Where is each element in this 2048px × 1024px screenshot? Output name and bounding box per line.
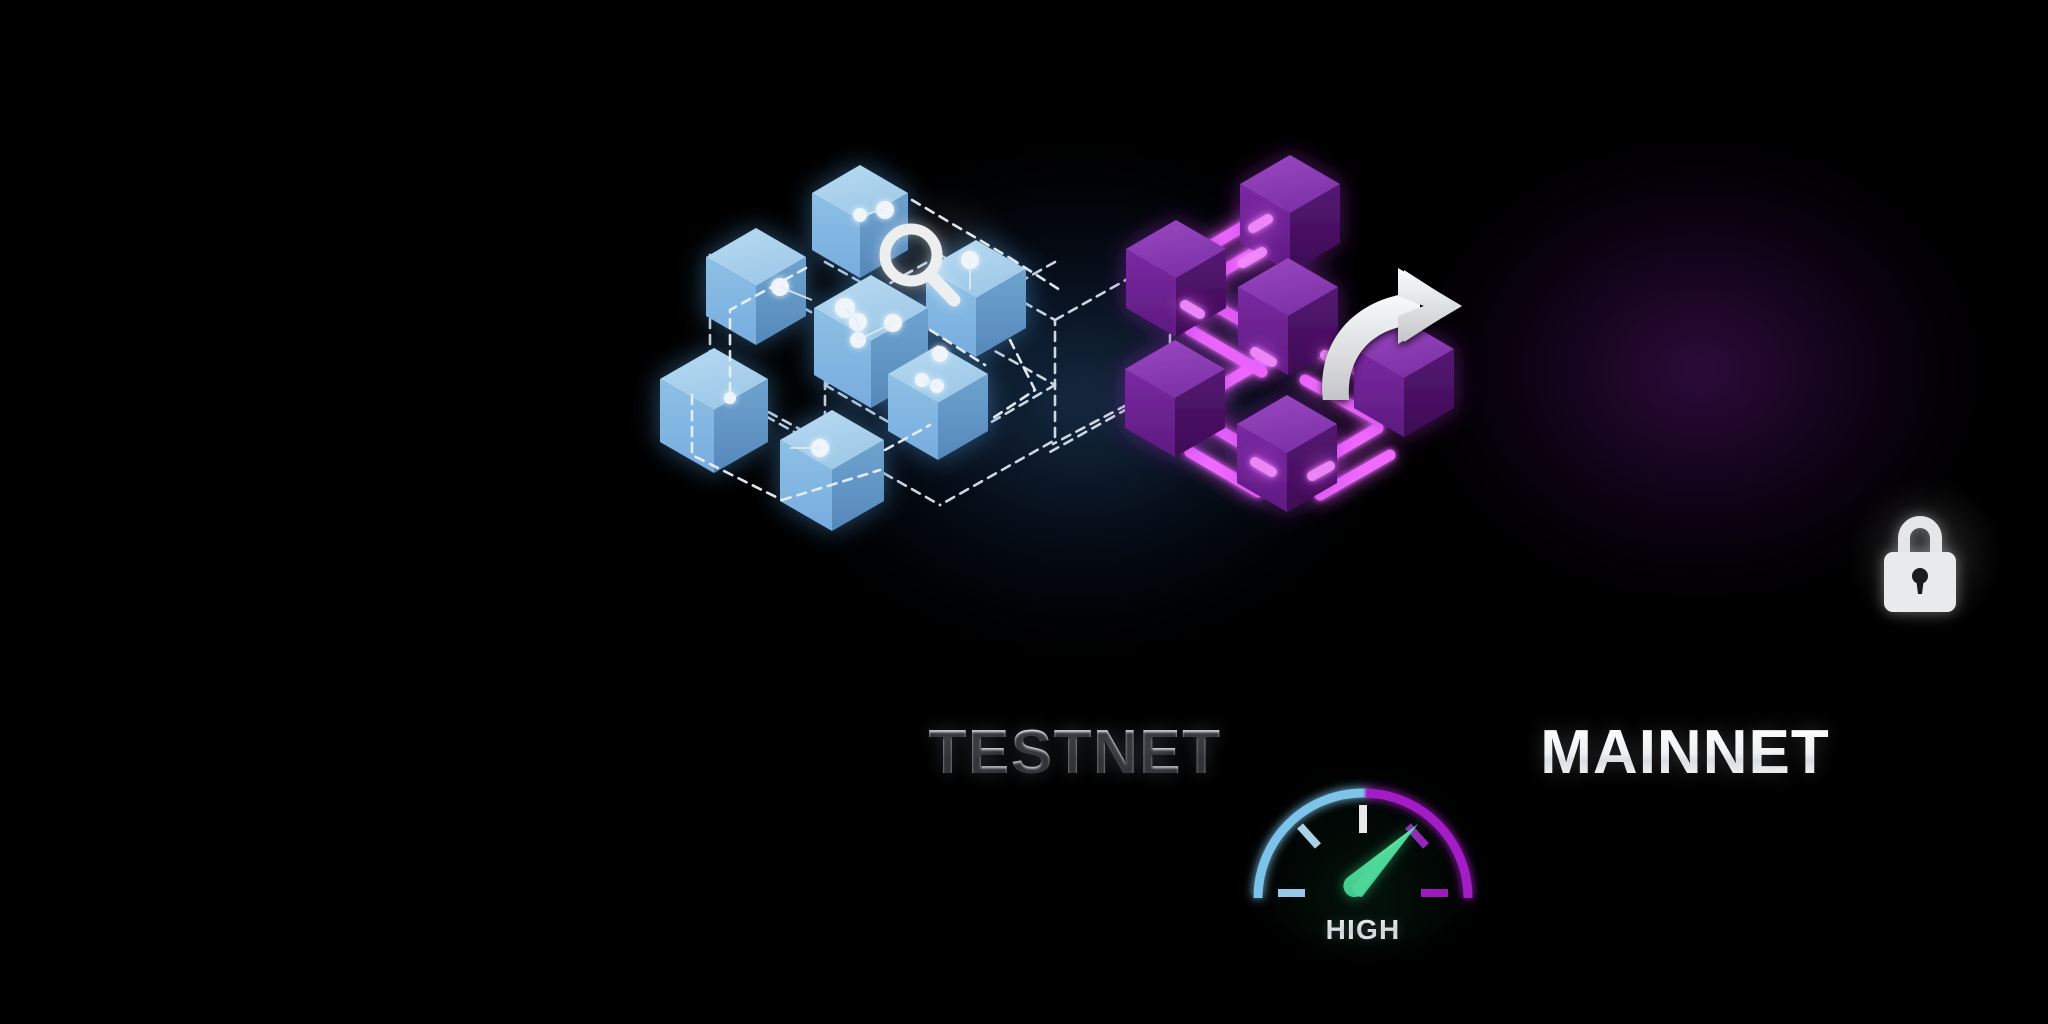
- testnet-label: TESTNET: [820, 722, 1330, 784]
- testnet-node-stems: [779, 209, 971, 449]
- testnet-node: [780, 410, 884, 531]
- mainnet-label: MAINNET: [1430, 722, 1940, 784]
- mainnet-node: [1125, 340, 1225, 457]
- testnet-node: [888, 345, 988, 460]
- curved-right-arrow-icon: [1322, 268, 1462, 400]
- gauge-needle: [1343, 824, 1418, 898]
- lock-icon: [1884, 516, 1956, 612]
- gauge-value-label: HIGH: [1263, 914, 1463, 946]
- magnifying-glass-icon: [879, 223, 961, 307]
- mainnet-node: [1126, 220, 1226, 337]
- gauge-ticks: [1278, 805, 1448, 897]
- testnet-node: [706, 228, 806, 345]
- mainnet-node: [1240, 155, 1340, 272]
- testnet-links-front: [690, 198, 1062, 502]
- mainnet-node: [1237, 395, 1337, 512]
- gauge-arc: [1253, 788, 1473, 899]
